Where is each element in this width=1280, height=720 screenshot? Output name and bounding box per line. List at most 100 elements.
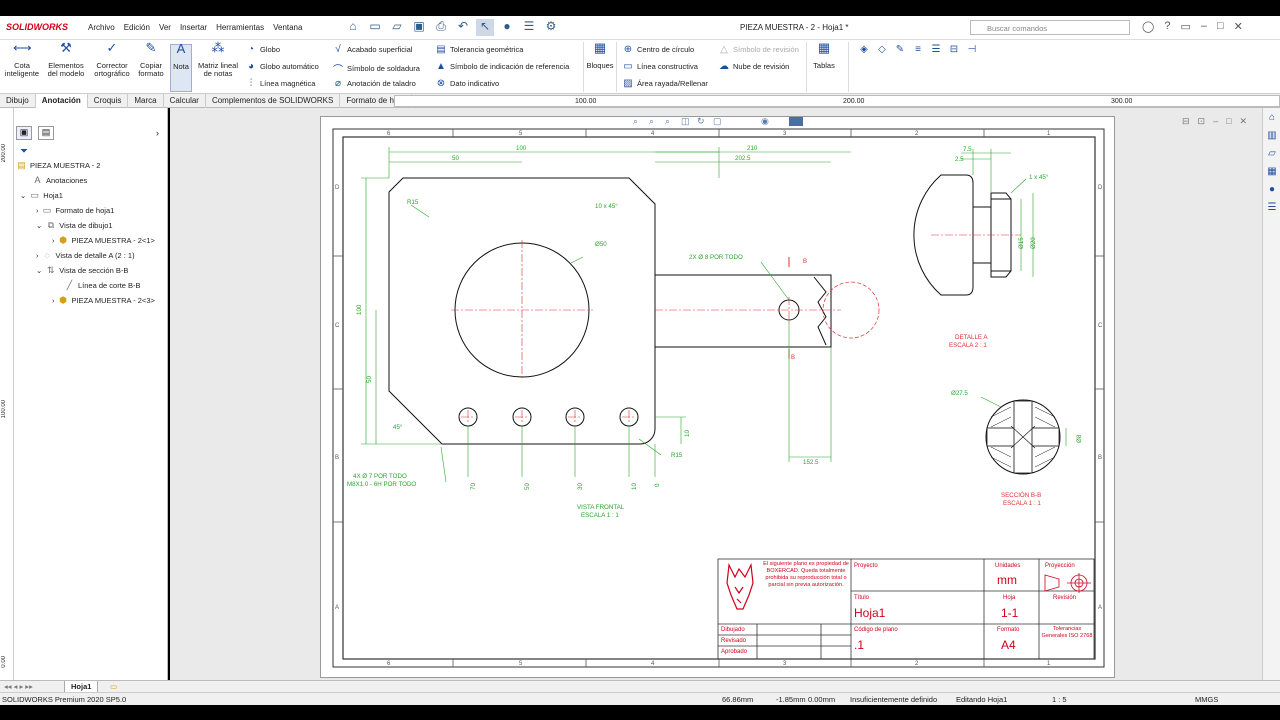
- dim-202-5[interactable]: 202.5: [735, 155, 751, 162]
- tree-section-view[interactable]: ⌄⇅Vista de sección B-B: [36, 265, 129, 275]
- collapse-arrow-icon[interactable]: ⌄: [20, 190, 27, 200]
- expand-arrow-icon[interactable]: ›: [36, 205, 39, 215]
- sheet-nav-arrows-icon[interactable]: ◂◂ ◂ ▸ ▸▸: [4, 682, 33, 691]
- tab-dibujo[interactable]: Dibujo: [0, 94, 36, 108]
- expand-arrow-icon[interactable]: ›: [52, 295, 55, 305]
- design-library-icon[interactable]: ▥: [1267, 130, 1277, 141]
- layer-icon[interactable]: ◈: [860, 44, 868, 55]
- menu-archivo[interactable]: Archivo: [88, 23, 115, 32]
- custom-properties-icon[interactable]: ☰: [1267, 202, 1277, 213]
- dim-ordinate-70[interactable]: 70: [470, 483, 477, 490]
- rotate-icon[interactable]: ↻: [697, 116, 705, 126]
- line-style-icon[interactable]: ☰: [931, 44, 941, 55]
- dim-dia20[interactable]: Ø20: [1030, 237, 1037, 249]
- tab-anotacion[interactable]: Anotación: [35, 94, 88, 108]
- surface-finish-button[interactable]: √Acabado superficial: [332, 44, 412, 55]
- menu-herramientas[interactable]: Herramientas: [216, 23, 265, 32]
- zoom-area-icon[interactable]: ⌕: [649, 116, 654, 126]
- datum-feature-button[interactable]: ▲Símbolo de indicación de referencia: [436, 61, 570, 72]
- balloon-button[interactable]: ◔Globo: [245, 44, 280, 55]
- layer-properties-icon[interactable]: ◇: [878, 44, 886, 55]
- tables-button[interactable]: ▦ Tablas: [813, 40, 835, 70]
- add-sheet-icon[interactable]: ▭: [110, 682, 118, 691]
- dim-height-100[interactable]: 100: [356, 304, 363, 315]
- help-icon[interactable]: ?: [1164, 20, 1171, 32]
- detail-a-circle[interactable]: [822, 281, 880, 339]
- select-arrow-icon[interactable]: ↖: [476, 19, 494, 36]
- close-icon[interactable]: ✕: [1233, 21, 1243, 33]
- property-manager-icon[interactable]: ▤: [38, 126, 54, 140]
- home-icon[interactable]: ⌂: [349, 19, 357, 33]
- traffic-light-icon[interactable]: ●: [503, 19, 511, 33]
- search-commands-input[interactable]: Buscar comandos: [970, 20, 1130, 35]
- hole-callout-note[interactable]: 4X Ø 7 POR TODO: [353, 473, 407, 480]
- menu-ventana[interactable]: Ventana: [273, 23, 303, 32]
- color-display-icon[interactable]: ⊣: [967, 44, 977, 55]
- dim-chamfer-1x45[interactable]: 1 x 45°: [1029, 174, 1049, 181]
- front-view[interactable]: [388, 177, 832, 445]
- view-palette-icon[interactable]: ▦: [1267, 166, 1277, 177]
- tree-sheet-format[interactable]: ›▭Formato de hoja1: [36, 205, 115, 215]
- status-scale[interactable]: 1 : 5: [1052, 695, 1067, 704]
- file-properties-icon[interactable]: ☰: [523, 19, 535, 33]
- weld-symbol-button[interactable]: ⌒Símbolo de soldadura: [332, 61, 420, 76]
- linear-note-pattern-button[interactable]: ⁂ Matriz lineal de notas: [197, 40, 238, 78]
- expand-arrow-icon[interactable]: ›: [52, 235, 55, 245]
- dim-ordinate-10[interactable]: 10: [631, 483, 638, 490]
- expand-panel-arrow-icon[interactable]: ›: [156, 128, 159, 138]
- dim-dia15[interactable]: Ø15: [1018, 237, 1025, 249]
- tab-marca[interactable]: Marca: [128, 94, 164, 108]
- magnetic-line-button[interactable]: ⫶Línea magnética: [245, 78, 316, 89]
- menu-edicion[interactable]: Edición: [123, 23, 150, 32]
- maximize-view-icon[interactable]: □: [1226, 116, 1232, 126]
- dim-10[interactable]: 10: [684, 430, 691, 437]
- dim-100[interactable]: 100: [516, 145, 527, 152]
- restore-view-icon[interactable]: ⊡: [1197, 116, 1206, 126]
- maximize-icon[interactable]: □: [1216, 20, 1224, 32]
- previous-view-icon[interactable]: ⌕: [665, 116, 670, 126]
- user-icon[interactable]: ◯: [1142, 21, 1155, 33]
- file-explorer-icon[interactable]: ▱: [1268, 148, 1276, 159]
- dim-7-5[interactable]: 7.5: [963, 146, 972, 153]
- dim-dia27-5[interactable]: Ø27.5: [951, 390, 968, 397]
- section-icon[interactable]: ◫: [681, 116, 690, 126]
- appearances-icon[interactable]: ●: [1268, 184, 1276, 195]
- line-thickness-icon[interactable]: ≡: [915, 44, 921, 55]
- dim-50[interactable]: 50: [452, 155, 459, 162]
- centerline-button[interactable]: ▭Línea constructiva: [623, 61, 698, 72]
- tree-detail-view[interactable]: ›◌Vista de detalle A (2 : 1): [36, 250, 135, 260]
- tree-section-line[interactable]: ╱Línea de corte B-B: [64, 280, 141, 290]
- thread-callout-note[interactable]: M8X1.0 - 6H POR TODO: [347, 481, 416, 488]
- revision-symbol-button[interactable]: △Símbolo de revisión: [718, 44, 799, 55]
- section-b-view[interactable]: [985, 399, 1061, 475]
- format-painter-button[interactable]: ✎ Copiar formato: [138, 40, 164, 78]
- undo-icon[interactable]: ↶: [457, 19, 469, 33]
- area-hatch-button[interactable]: ▨Área rayada/Rellenar: [623, 78, 708, 89]
- tab-croquis[interactable]: Croquis: [88, 94, 129, 108]
- dim-dia8[interactable]: Ø8: [1076, 434, 1083, 443]
- collapse-arrow-icon[interactable]: ⌄: [36, 220, 43, 230]
- dim-152-5[interactable]: 152.5: [803, 459, 819, 466]
- detail-a-view[interactable]: [913, 174, 1012, 296]
- dim-2-5[interactable]: 2.5: [955, 156, 964, 163]
- options-gear-icon[interactable]: ⚙: [545, 19, 557, 33]
- dim-angle-45[interactable]: 45°: [393, 424, 403, 431]
- cross-hole-callout[interactable]: 2X Ø 8 POR TODO: [689, 254, 743, 261]
- appearance-icon[interactable]: [789, 114, 803, 126]
- tab-complementos[interactable]: Complementos de SOLIDWORKS: [206, 94, 341, 108]
- save-icon[interactable]: ▣: [413, 19, 425, 33]
- tree-sheet[interactable]: ⌄▭Hoja1: [20, 190, 63, 200]
- horizontal-scrollbar[interactable]: [640, 680, 1280, 692]
- blocks-button[interactable]: ▦ Bloques: [586, 40, 614, 70]
- tile-icon[interactable]: ⊟: [1182, 116, 1190, 126]
- model-items-button[interactable]: ⚒ Elementos del modelo: [47, 40, 85, 78]
- close-view-icon[interactable]: ✕: [1239, 116, 1248, 126]
- tree-part-1[interactable]: ›⬢PIEZA MUESTRA - 2<1>: [52, 235, 155, 245]
- tree-part-3[interactable]: ›⬢PIEZA MUESTRA - 2<3>: [52, 295, 155, 305]
- resources-home-icon[interactable]: ⌂: [1268, 112, 1276, 123]
- collapse-arrow-icon[interactable]: ⌄: [36, 265, 43, 275]
- feature-tree-icon[interactable]: ▣: [16, 126, 32, 140]
- dim-r15[interactable]: R15: [407, 199, 419, 206]
- new-file-icon[interactable]: ▭: [369, 19, 381, 33]
- revision-cloud-button[interactable]: ☁Nube de revisión: [719, 61, 790, 72]
